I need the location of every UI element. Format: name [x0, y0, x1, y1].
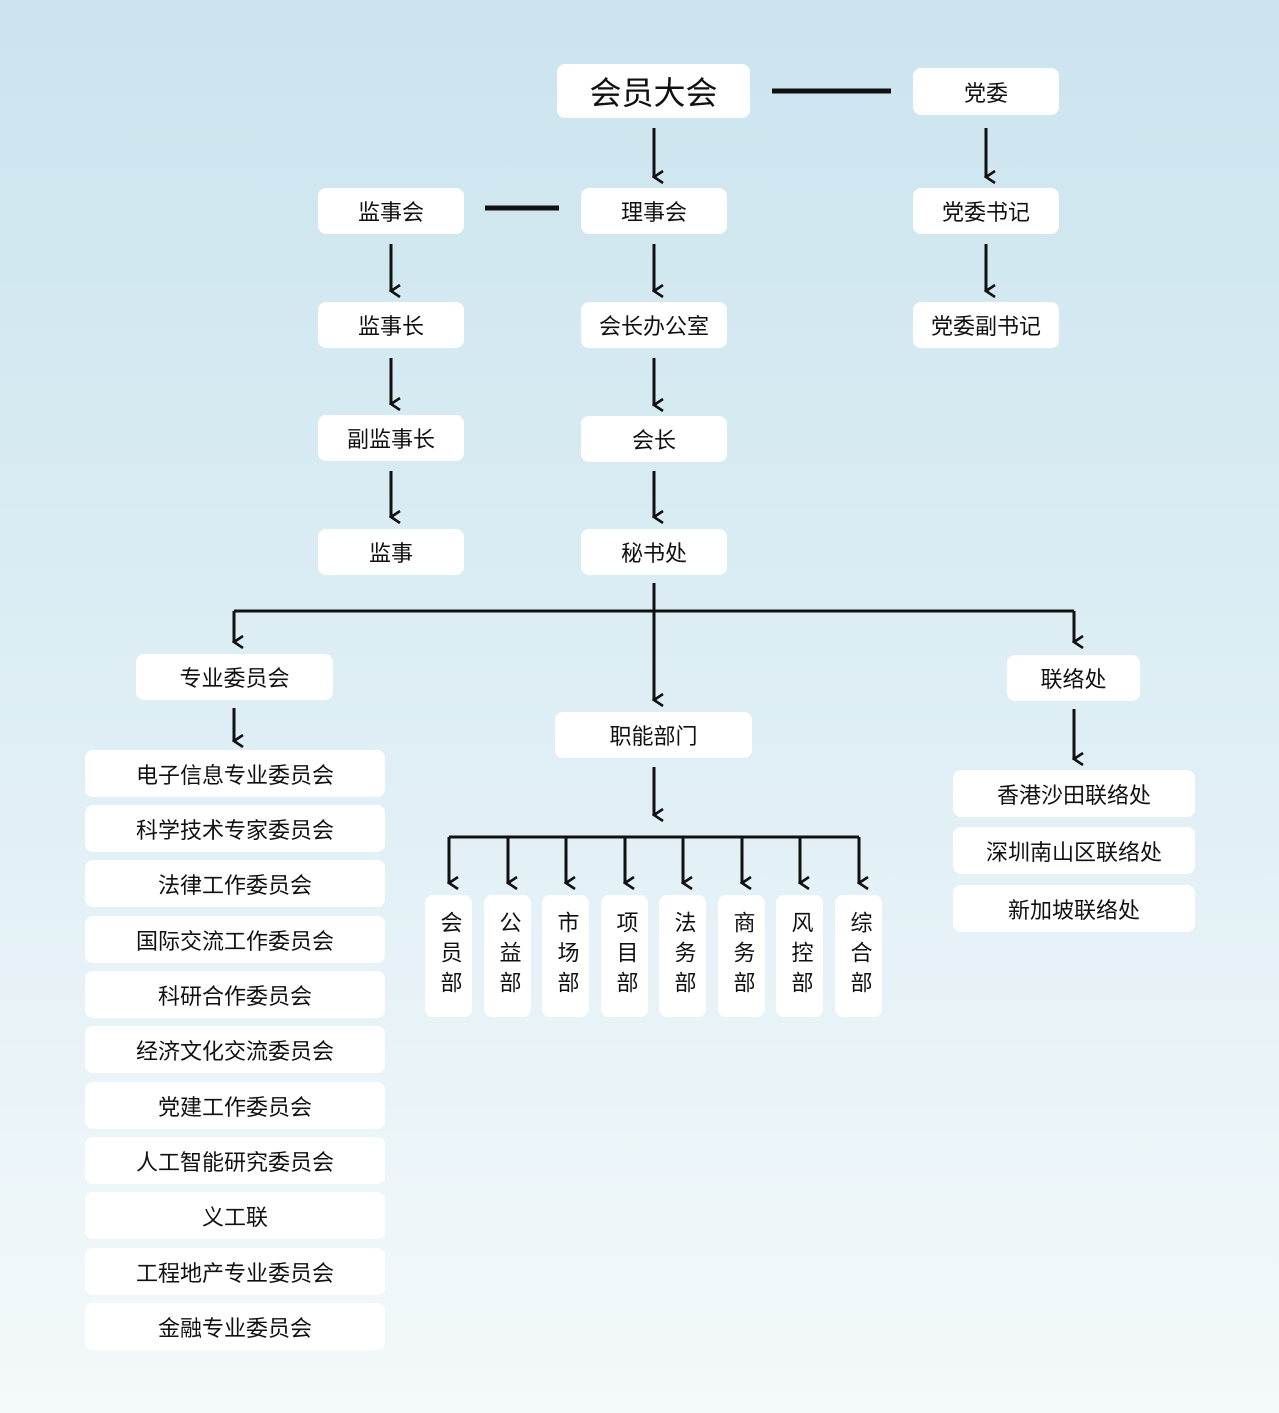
liaison-item: 香港沙田联络处 [953, 770, 1195, 817]
department-item: 项目部 [601, 895, 648, 1017]
department-item: 风控部 [776, 895, 823, 1017]
committee-item: 党建工作委员会 [85, 1082, 385, 1129]
committees-title-box: 专业委员会 [136, 654, 333, 700]
department-item: 综合部 [835, 895, 882, 1017]
committee-item: 法律工作委员会 [85, 860, 385, 907]
committee-item: 金融专业委员会 [85, 1303, 385, 1350]
department-item: 法务部 [659, 895, 706, 1017]
party-deputy-secretary-box: 党委副书记 [913, 302, 1059, 348]
committee-item: 国际交流工作委员会 [85, 916, 385, 963]
committee-item: 人工智能研究委员会 [85, 1137, 385, 1184]
supervisory-board-box: 监事会 [318, 188, 464, 234]
president-office-box: 会长办公室 [581, 302, 727, 348]
council-box: 理事会 [581, 188, 727, 234]
chief-supervisor-box: 监事长 [318, 302, 464, 348]
party-committee-box: 党委 [913, 68, 1059, 115]
committee-item: 电子信息专业委员会 [85, 750, 385, 797]
supervisor-box: 监事 [318, 529, 464, 575]
liaison-item: 深圳南山区联络处 [953, 827, 1195, 874]
committee-item: 科研合作委员会 [85, 971, 385, 1018]
department-item: 商务部 [718, 895, 765, 1017]
members-assembly-box: 会员大会 [557, 64, 750, 118]
committee-item: 工程地产专业委员会 [85, 1248, 385, 1295]
party-secretary-box: 党委书记 [913, 188, 1059, 234]
president-box: 会长 [581, 416, 727, 462]
secretariat-box: 秘书处 [581, 529, 727, 575]
committee-item: 经济文化交流委员会 [85, 1026, 385, 1073]
liaison-item: 新加坡联络处 [953, 885, 1195, 932]
departments-title-box: 职能部门 [555, 712, 752, 758]
department-item: 市场部 [542, 895, 589, 1017]
committee-item: 义工联 [85, 1192, 385, 1239]
liaison-title-box: 联络处 [1007, 655, 1140, 701]
committee-item: 科学技术专家委员会 [85, 805, 385, 852]
department-item: 公益部 [484, 895, 531, 1017]
department-item: 会员部 [425, 895, 472, 1017]
deputy-chief-supervisor-box: 副监事长 [318, 415, 464, 461]
